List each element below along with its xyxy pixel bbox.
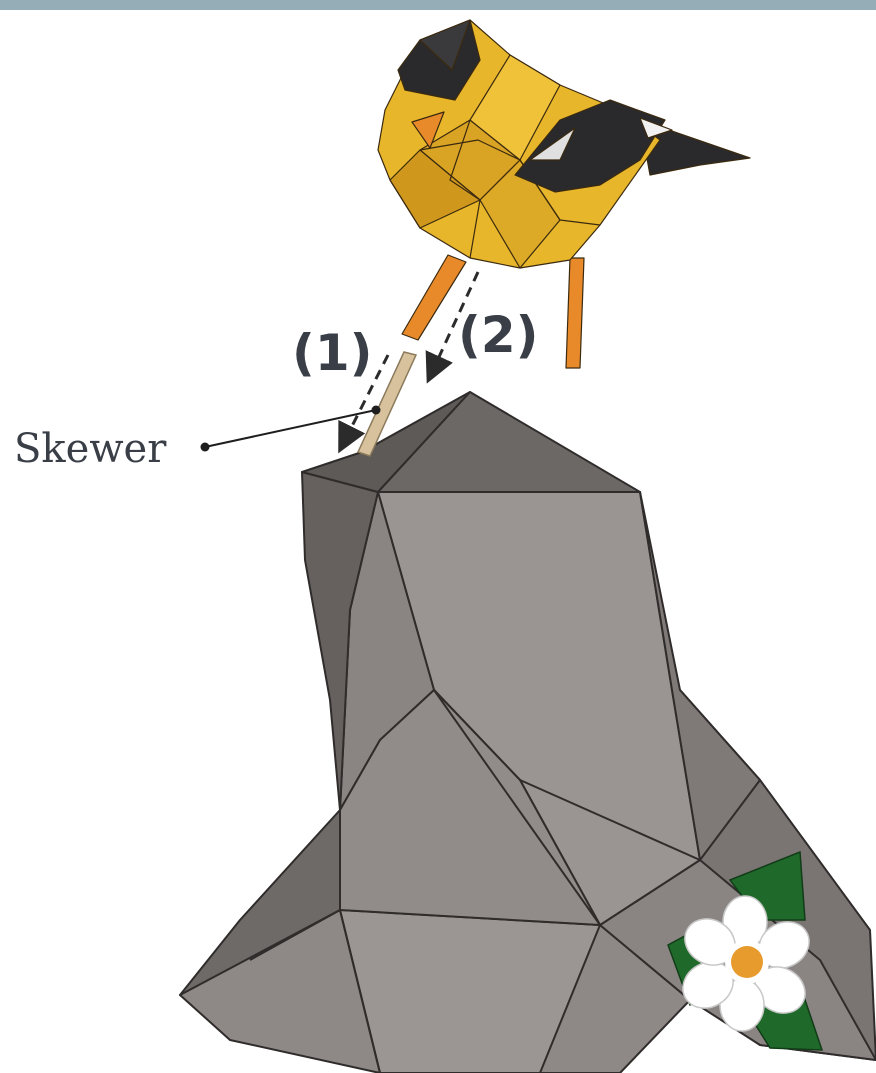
skewer-callout [201, 406, 381, 452]
step-2-label: (2) [458, 306, 539, 364]
skewer-label: Skewer [14, 426, 167, 472]
bird-icon [378, 20, 750, 368]
step-1-label: (1) [292, 324, 373, 382]
